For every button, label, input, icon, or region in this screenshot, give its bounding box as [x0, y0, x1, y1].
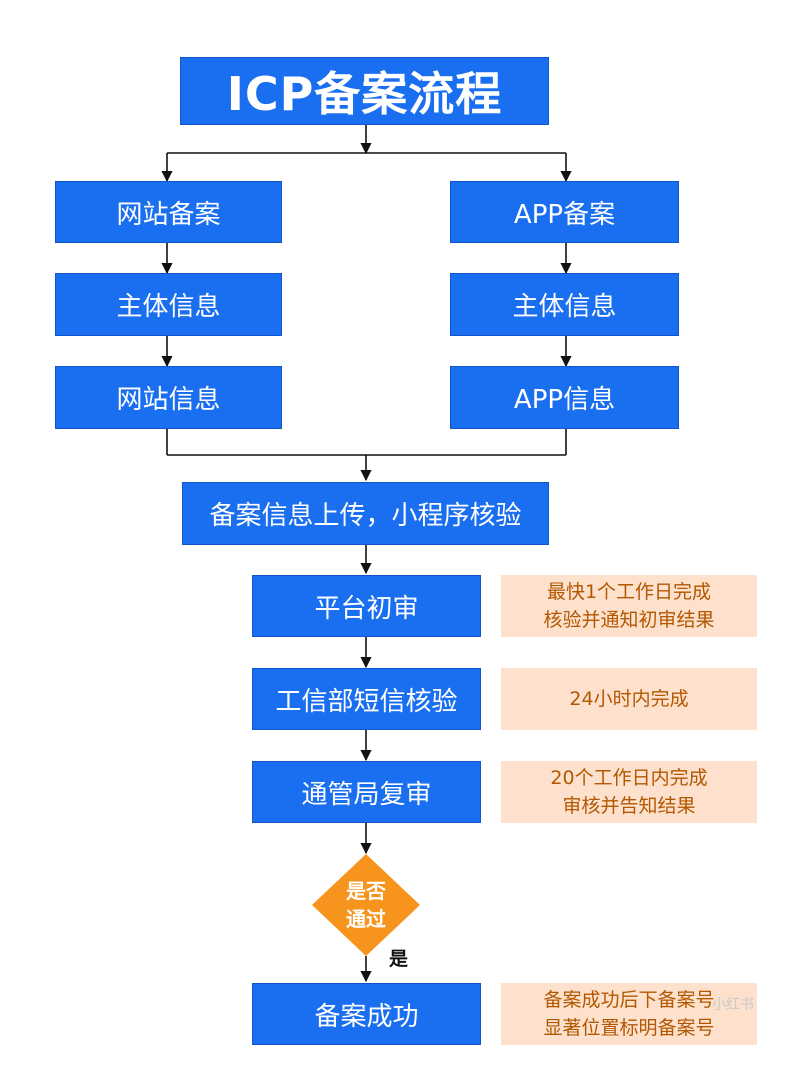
note-line: 显著位置标明备案号 [543, 1017, 715, 1039]
app-subject-info-step: 主体信息 [450, 273, 679, 336]
upload-verify-step: 备案信息上传，小程序核验 [182, 482, 549, 545]
yes-label: 是 [389, 948, 409, 970]
website-info-step: 网站信息 [55, 366, 282, 429]
note-line: 最快1个工作日完成 [546, 581, 712, 603]
filing-success-step: 备案成功 [252, 983, 481, 1045]
website-filing-step: 网站备案 [55, 181, 282, 243]
website-subject-info-step: 主体信息 [55, 273, 282, 336]
note-platform-review: 最快1个工作日完成 核验并通知初审结果 [501, 575, 757, 637]
note-line: 20个工作日内完成 [550, 767, 708, 789]
note-line: 核验并通知初审结果 [543, 609, 715, 631]
app-info-step: APP信息 [450, 366, 679, 429]
decision-label: 是否 通过 [326, 877, 406, 933]
bureau-review-step: 通管局复审 [252, 761, 481, 823]
note-line: 24小时内完成 [569, 688, 689, 710]
decision-line: 通过 [346, 907, 386, 931]
note-bureau-review: 20个工作日内完成 审核并告知结果 [501, 761, 757, 823]
note-filing-success: 备案成功后下备案号 显著位置标明备案号 [501, 983, 757, 1045]
note-sms-verify: 24小时内完成 [501, 668, 757, 730]
decision-line: 是否 [346, 879, 386, 903]
decision-diamond [312, 854, 420, 956]
note-line: 备案成功后下备案号 [543, 989, 715, 1011]
note-line: 审核并告知结果 [562, 795, 696, 817]
app-filing-step: APP备案 [450, 181, 679, 243]
page-title: ICP备案流程 [180, 57, 549, 125]
platform-review-step: 平台初审 [252, 575, 481, 637]
watermark: 小红书 [712, 997, 754, 1013]
sms-verify-step: 工信部短信核验 [252, 668, 481, 730]
